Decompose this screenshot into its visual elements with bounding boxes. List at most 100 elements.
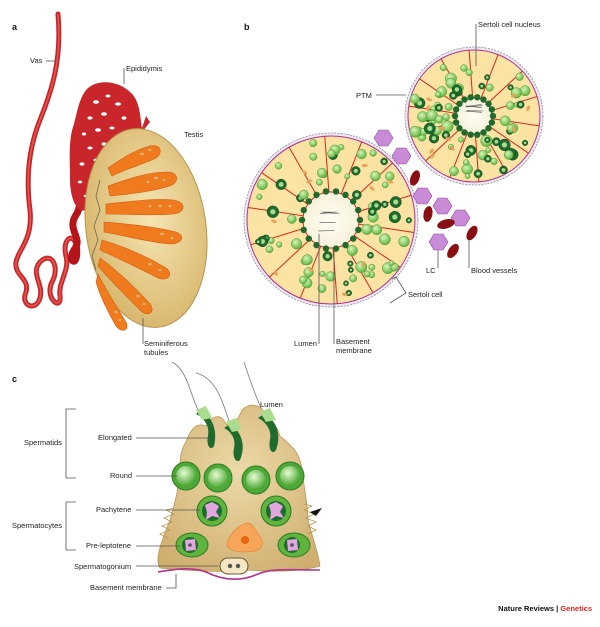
germ-cell — [356, 148, 367, 160]
elongated-spermatid-head — [298, 216, 306, 224]
germ-cell — [298, 275, 308, 284]
germ-cell-nucleus — [270, 209, 276, 215]
germ-cell-nucleus — [369, 253, 372, 257]
germ-cell-nucleus — [349, 268, 353, 272]
germ-cell-nucleus — [382, 159, 386, 164]
germ-cell-nucleus — [354, 192, 359, 197]
germ-cell — [309, 152, 318, 161]
sertoli-cell-nucleus — [510, 93, 517, 98]
elongated-spermatid-head — [451, 112, 459, 120]
leydig-cell — [450, 209, 471, 227]
vas-highlight — [15, 13, 77, 307]
germ-cell-nucleus — [370, 209, 375, 214]
germ-cell — [505, 101, 515, 110]
germ-cell — [460, 64, 468, 72]
elongated-spermatid-head — [461, 96, 468, 103]
elongated-spermatid-head — [485, 100, 492, 107]
elongated-spermatid-head — [313, 241, 320, 249]
germ-cell — [442, 113, 450, 121]
germ-cell-nucleus — [349, 262, 352, 265]
bracket-sertoli-cell — [389, 276, 407, 304]
label-sertoli-cell-nucleus: Sertoli cell nucleus — [478, 20, 541, 29]
label-pachytene: Pachytene — [96, 505, 131, 514]
label-basement-line1: Basement — [336, 337, 371, 346]
sertoli-spikes-left — [159, 507, 175, 539]
label-elongated: Elongated — [98, 433, 132, 442]
germ-cell-nucleus — [476, 171, 480, 176]
elongated-spermatid-head — [305, 198, 312, 205]
germ-cell — [503, 150, 514, 160]
rete-testis — [91, 179, 101, 271]
germ-cell — [485, 147, 492, 153]
sertoli-nucleolus — [241, 536, 249, 544]
germ-cell — [332, 164, 342, 174]
label-lc: LC — [426, 266, 436, 275]
elongated-spermatid-head — [350, 235, 357, 242]
elongated-spermatid-head — [342, 191, 349, 199]
seminiferous-tubules — [95, 145, 184, 331]
sertoli-cell-nucleus — [445, 136, 452, 141]
elongated-spermatid-head — [488, 119, 496, 126]
sertoli-spikes-right — [303, 503, 317, 535]
elongated-spermatid-head — [480, 129, 487, 136]
sperm-tail — [323, 212, 340, 215]
germ-cell — [457, 136, 464, 143]
label-sertoli-cell: Sertoli cell — [408, 290, 443, 299]
germ-cell-nucleus — [393, 199, 399, 205]
elongated-spermatid-head — [474, 94, 481, 101]
leydig-cell — [428, 233, 449, 251]
blood-vessel — [423, 206, 433, 222]
label-ptm: PTM — [356, 91, 372, 100]
arrowhead-icon — [310, 508, 322, 516]
seminiferous-tubule-cross-section-top — [404, 46, 544, 186]
germ-cell — [371, 224, 383, 236]
sertoli-cell-nucleus — [429, 153, 435, 159]
sperm-tail — [466, 105, 483, 108]
sertoli-cell-nucleus — [429, 148, 434, 154]
pre-leptotene-spermatocytes — [175, 532, 311, 558]
germ-cell-nucleus — [325, 254, 330, 259]
bracket-spermatocytes — [65, 501, 76, 551]
germ-cell — [434, 115, 444, 124]
germ-cell — [398, 235, 410, 248]
germ-cell — [317, 284, 327, 293]
sperm-tail — [465, 104, 482, 107]
germ-cell — [384, 171, 395, 182]
panel-c-letter: c — [12, 374, 17, 384]
elongated-spermatid-head — [342, 241, 349, 249]
sertoli-cell-nucleus — [511, 126, 516, 132]
germ-cell — [327, 149, 336, 158]
blood-vessel — [466, 225, 478, 241]
leydig-cell — [373, 129, 394, 147]
credit-section: Genetics — [560, 604, 592, 613]
elongated-spermatid-head — [300, 226, 307, 234]
germ-cell — [378, 233, 391, 246]
sertoli-cell-nucleus — [308, 268, 315, 272]
germ-cell — [346, 244, 358, 256]
sertoli-cell-nucleus — [361, 261, 365, 268]
elongated-spermatid-head — [467, 131, 474, 138]
elongated-spermatid-head — [305, 235, 312, 242]
germ-cell — [287, 214, 297, 224]
sertoli-cell-nucleus — [439, 126, 445, 131]
label-vas: Vas — [30, 56, 43, 65]
label-basement-membrane-c: Basement membrane — [90, 583, 162, 592]
germ-cell — [490, 157, 498, 166]
germ-cell — [368, 263, 376, 271]
elongated-spermatids — [196, 406, 279, 462]
germ-cell-nucleus — [509, 86, 512, 89]
sertoli-cell-nucleus — [426, 97, 432, 102]
germ-cell — [309, 139, 318, 148]
sperm-tail — [465, 110, 482, 113]
germ-cell-nucleus — [451, 93, 456, 98]
germ-cell-nucleus — [480, 84, 484, 88]
germ-cell-nucleus — [431, 136, 437, 141]
panel-a: a — [12, 11, 208, 357]
germ-cell-nucleus — [523, 141, 527, 145]
sertoli-cell-nucleus — [426, 105, 430, 111]
elongated-spermatid-head — [313, 191, 320, 199]
elongated-spermatid-head — [467, 94, 474, 101]
leydig-cell — [391, 147, 412, 165]
panel-b-letter: b — [244, 22, 250, 32]
